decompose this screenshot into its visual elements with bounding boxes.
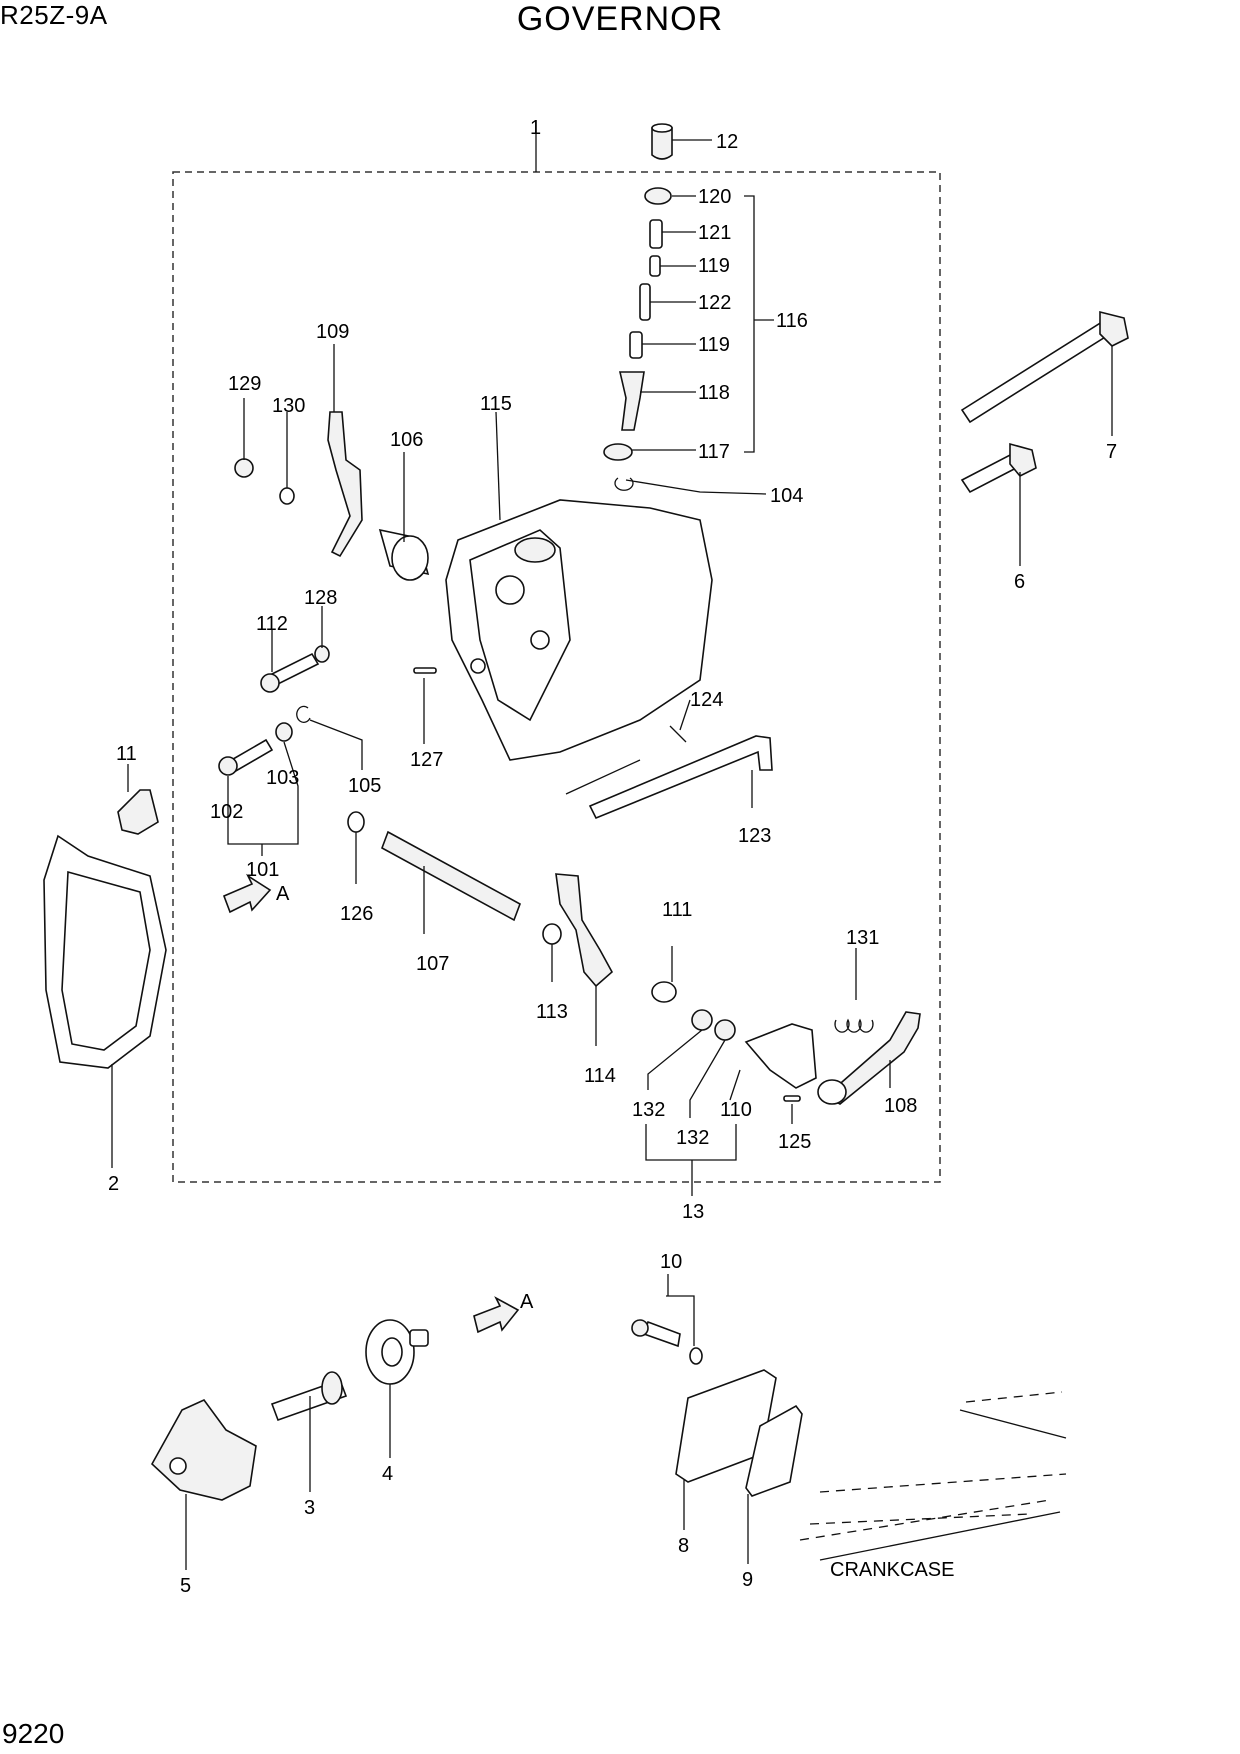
callout-105: 105 [348, 775, 381, 797]
bushing-132-b [714, 1019, 736, 1041]
callout-112: 112 [256, 613, 288, 635]
callout-128: 128 [304, 587, 337, 609]
view-arrow-lower [473, 1296, 520, 1334]
screw-121 [649, 219, 663, 249]
callout-117: 117 [698, 441, 730, 463]
spring-119-a [649, 255, 661, 277]
callout-8: 8 [678, 1535, 689, 1557]
governor-weight-5 [150, 1399, 257, 1501]
left-fittings [117, 411, 437, 835]
snap-ring-105 [296, 705, 311, 724]
callout-132-left: 132 [632, 1099, 665, 1121]
view-arrow-upper [222, 873, 272, 914]
callout-13: 13 [682, 1201, 704, 1223]
snap-ring-104 [614, 477, 634, 491]
callout-121: 121 [698, 222, 731, 244]
page-title: GOVERNOR [516, 0, 724, 38]
spring-111 [651, 981, 677, 1003]
callout-110: 110 [720, 1099, 752, 1121]
lever-114 [555, 873, 614, 988]
view-marker-upper: A [276, 883, 290, 905]
callout-4: 4 [382, 1463, 393, 1485]
callout-129: 129 [228, 373, 261, 395]
model-code: R25Z-9A [0, 0, 108, 30]
governor-housing [445, 499, 713, 761]
callout-132-right: 132 [676, 1127, 709, 1149]
callout-118: 118 [698, 382, 730, 404]
callout-109: 109 [316, 321, 349, 343]
spring-119-b [629, 331, 643, 359]
cap-12 [651, 127, 673, 160]
page-number: 9220 [2, 1718, 65, 1749]
callout-115: 115 [480, 393, 512, 415]
nut-128 [314, 645, 330, 663]
spring-124 [565, 725, 687, 795]
callout-116: 116 [776, 310, 808, 332]
callout-131: 131 [846, 927, 879, 949]
callout-101: 101 [246, 859, 279, 881]
nut-120 [644, 187, 672, 205]
callout-103: 103 [266, 767, 299, 789]
spring-131 [834, 1018, 874, 1033]
callout-12: 12 [716, 131, 738, 153]
washer-113 [542, 923, 562, 945]
bolts-6-7 [960, 310, 1129, 494]
pin-122 [639, 283, 651, 321]
lever-109 [327, 411, 363, 558]
callout-6: 6 [1014, 571, 1025, 593]
callout-9: 9 [742, 1569, 753, 1591]
crankcase-label: CRANKCASE [830, 1559, 954, 1581]
callout-114: 114 [584, 1065, 616, 1087]
cap-11 [117, 789, 159, 835]
callout-107: 107 [416, 953, 449, 975]
callout-124: 124 [690, 689, 723, 711]
callout-122: 122 [698, 292, 731, 314]
callout-numbers: 1 12 120 121 119 122 119 118 117 116 104… [108, 117, 1117, 1597]
callout-126: 126 [340, 903, 373, 925]
callout-120: 120 [698, 186, 731, 208]
nut-103 [275, 722, 293, 742]
gasket-9 [745, 1404, 803, 1497]
callout-123: 123 [738, 825, 771, 847]
callout-3: 3 [304, 1497, 315, 1519]
pin-125 [783, 1095, 801, 1102]
adjusting-stack [603, 123, 673, 491]
callout-10: 10 [660, 1251, 682, 1273]
callout-7: 7 [1106, 441, 1117, 463]
lever-110 [744, 1023, 817, 1089]
nut-117 [603, 443, 633, 461]
callout-2: 2 [108, 1173, 119, 1195]
leader-lines [111, 134, 1113, 1570]
callout-1: 1 [530, 117, 541, 139]
sleeve-118 [618, 371, 645, 431]
lever-108 [824, 1011, 921, 1105]
callout-113: 113 [536, 1001, 568, 1023]
pin-127 [413, 667, 437, 674]
o-ring-126 [347, 811, 365, 833]
bushing-132-a [691, 1009, 713, 1031]
callout-127: 127 [410, 749, 443, 771]
rod-123 [588, 735, 773, 820]
callout-130: 130 [272, 395, 305, 417]
washer-130 [279, 487, 295, 505]
callout-106: 106 [390, 429, 423, 451]
callout-119-lower: 119 [698, 334, 730, 356]
callout-104: 104 [770, 485, 803, 507]
nut-129 [234, 458, 254, 478]
bolt-10 [642, 1320, 681, 1348]
callout-108: 108 [884, 1095, 917, 1117]
callout-119-upper: 119 [698, 255, 730, 277]
callout-11: 11 [116, 743, 137, 765]
assembly-boundary [172, 171, 941, 1183]
callout-111: 111 [662, 899, 692, 921]
bolt-7 [960, 320, 1112, 424]
crankcase-outline [799, 1391, 1067, 1541]
shaft-107 [381, 830, 521, 922]
callout-5: 5 [180, 1575, 191, 1597]
view-marker-lower: A [520, 1291, 534, 1313]
callout-102: 102 [210, 801, 243, 823]
callout-125: 125 [778, 1131, 811, 1153]
